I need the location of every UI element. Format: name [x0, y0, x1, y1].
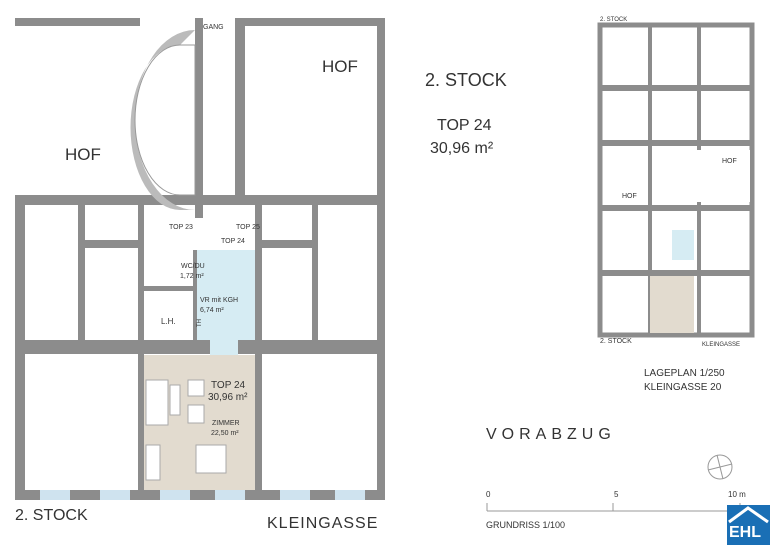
site-floor-top: 2. STOCK	[600, 17, 628, 23]
ehl-logo	[727, 505, 770, 545]
windows	[40, 490, 365, 500]
vr-area: 6,74 m²	[200, 307, 224, 314]
th-label: TH	[197, 319, 203, 327]
unit-area: 30,96 m²	[208, 392, 248, 403]
plan-street-label: KLEINGASSE	[267, 515, 379, 532]
top24-door-label: TOP 24	[221, 238, 245, 245]
scale-label: GRUNDRISS 1/100	[486, 520, 566, 530]
walls	[15, 18, 385, 500]
hof-left-label: HOF	[65, 145, 101, 164]
gang-label: GANG	[203, 24, 224, 31]
site-plan	[597, 22, 755, 338]
top25-label: TOP 25	[236, 224, 260, 231]
hof-right-label: HOF	[322, 57, 358, 76]
site-scale: LAGEPLAN 1/250	[644, 368, 725, 379]
room-label: ZIMMER	[212, 420, 240, 427]
wet-area	[197, 250, 255, 340]
logo-text: EHL	[729, 524, 761, 541]
wc-area: 1,72 m²	[180, 273, 204, 280]
header-unit: TOP 24	[437, 117, 492, 134]
furniture	[145, 379, 227, 481]
stair	[130, 30, 196, 210]
scale-tick-5: 5	[614, 490, 619, 499]
site-hof-left: HOF	[622, 193, 637, 200]
north-arrow-icon	[707, 454, 733, 480]
site-hof-right: HOF	[722, 158, 737, 165]
room-area: 22,50 m²	[211, 430, 239, 437]
scale-tick-10: 10 m	[728, 490, 746, 499]
lh-label: L.H.	[161, 317, 176, 326]
scale-tick-0: 0	[486, 490, 491, 499]
header-floor: 2. STOCK	[425, 70, 507, 90]
vr-label: VR mit KGH	[200, 297, 239, 304]
header-area: 30,96 m²	[430, 140, 494, 157]
site-floor-bottom: 2. STOCK	[600, 338, 632, 345]
stamp: VORABZUG	[486, 426, 616, 443]
plan-floor-label: 2. STOCK	[15, 507, 88, 524]
wc-label: WC/DU	[181, 263, 205, 270]
site-address: KLEINGASSE 20	[644, 382, 722, 393]
unit-label: TOP 24	[211, 380, 246, 391]
top23-label: TOP 23	[169, 224, 193, 231]
site-street: KLEINGASSE	[702, 342, 741, 348]
scale-bar	[486, 503, 741, 512]
